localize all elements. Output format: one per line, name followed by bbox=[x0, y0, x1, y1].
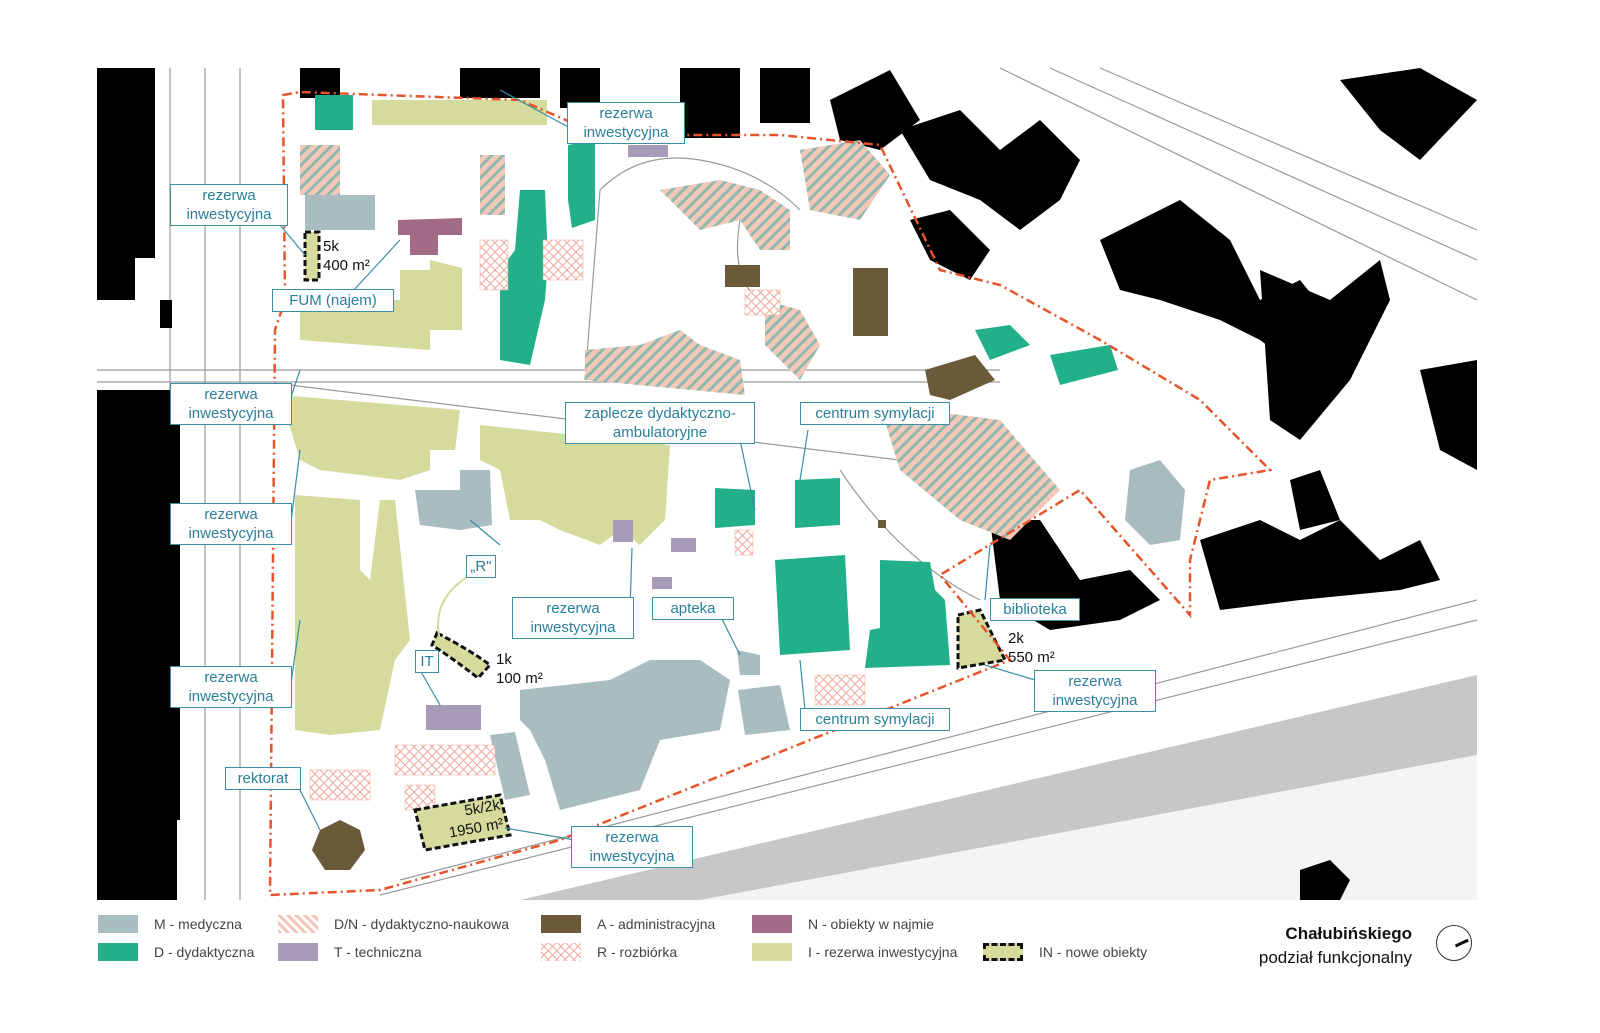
label-centrum-2: centrum symylacji bbox=[800, 708, 950, 731]
rektorat-building bbox=[312, 820, 365, 870]
technical-buildings bbox=[426, 145, 696, 730]
label-rezerwa-top: rezerwa inwestycyjna bbox=[567, 102, 685, 144]
administrative-buildings bbox=[312, 265, 995, 870]
title-subtitle: podział funkcjonalny bbox=[1258, 948, 1412, 967]
legend-label: T - techniczna bbox=[334, 944, 422, 960]
legend-label: A - administracyjna bbox=[597, 916, 716, 932]
demolition-buildings bbox=[309, 239, 866, 811]
medical-buildings bbox=[305, 195, 1185, 810]
legend-swatch-teaching bbox=[98, 943, 138, 961]
teaching-buildings bbox=[315, 95, 1118, 668]
label-rezerwa-left4: rezerwa inwestycyjna bbox=[170, 666, 292, 708]
map-title: Chałubińskiego podział funkcjonalny bbox=[1259, 922, 1412, 970]
legend-label: D/N - dydaktyczno-naukowa bbox=[334, 916, 510, 932]
label-centrum-1: centrum symylacji bbox=[800, 402, 950, 425]
legend-demolition: R - rozbiórka bbox=[541, 943, 677, 961]
legend-swatch-administrative bbox=[541, 915, 581, 933]
legend-label: R - rozbiórka bbox=[597, 944, 678, 960]
legend-reserve: I - rezerwa inwestycyjna bbox=[752, 943, 957, 961]
legend-label: D - dydaktyczna bbox=[154, 944, 255, 960]
label-it: IT bbox=[415, 650, 439, 673]
legend-technical: T - techniczna bbox=[278, 943, 422, 961]
north-arrow-icon bbox=[1436, 925, 1472, 961]
legend-swatch-demolition bbox=[541, 943, 581, 961]
label-zaplecze: zaplecze dydaktyczno- ambulatoryjne bbox=[565, 402, 755, 444]
r-arc bbox=[437, 574, 471, 641]
label-rezerwa-bottom: rezerwa inwestycyjna bbox=[571, 826, 693, 868]
road-area-lower bbox=[700, 755, 1477, 900]
legend-swatch-technical bbox=[278, 943, 318, 961]
legend-label: M - medyczna bbox=[154, 916, 242, 932]
rented-building bbox=[398, 218, 462, 255]
road-area bbox=[520, 675, 1477, 900]
legend-swatch-rented bbox=[752, 915, 792, 933]
title-street: Chałubińskiego bbox=[1285, 924, 1412, 943]
legend-administrative: A - administracyjna bbox=[541, 915, 715, 933]
legend-research: D/N - dydaktyczno-naukowa bbox=[278, 915, 509, 933]
note-5k-400: 5k 400 m² bbox=[323, 238, 370, 274]
label-rezerwa-mid: rezerwa inwestycyjna bbox=[512, 597, 634, 639]
legend-swatch-medical bbox=[98, 915, 138, 933]
legend-label: IN - nowe obiekty bbox=[1039, 944, 1148, 960]
label-rektorat: rektorat bbox=[225, 767, 301, 790]
legend-swatch-research bbox=[278, 915, 318, 933]
legend-medical: M - medyczna bbox=[98, 915, 242, 933]
label-rezerwa-left2: rezerwa inwestycyjna bbox=[170, 383, 292, 425]
label-rezerwa-right: rezerwa inwestycyjna bbox=[1034, 670, 1156, 712]
legend-label: I - rezerwa inwestycyjna bbox=[808, 944, 958, 960]
legend-swatch-new bbox=[983, 943, 1023, 961]
label-r: „R" bbox=[466, 555, 496, 578]
note-2k-550: 2k 550 m² bbox=[1008, 630, 1055, 666]
research-buildings bbox=[300, 140, 1060, 540]
note-1k-100: 1k 100 m² bbox=[496, 651, 543, 687]
legend-rented: N - obiekty w najmie bbox=[752, 915, 934, 933]
label-rezerwa-left3: rezerwa inwestycyjna bbox=[170, 503, 292, 545]
legend-swatch-reserve bbox=[752, 943, 792, 961]
legend: M - medyczna D - dydaktyczna D/N - dydak… bbox=[98, 915, 1198, 975]
neighbouring-buildings bbox=[97, 68, 1477, 900]
new-buildings bbox=[303, 230, 1008, 852]
label-fum: FUM (najem) bbox=[272, 289, 394, 312]
legend-teaching: D - dydaktyczna bbox=[98, 943, 254, 961]
label-rezerwa-left1: rezerwa inwestycyjna bbox=[170, 184, 288, 226]
legend-label: N - obiekty w najmie bbox=[808, 916, 935, 932]
campus-boundary bbox=[268, 90, 1273, 897]
label-apteka: apteka bbox=[652, 597, 734, 620]
legend-new: IN - nowe obiekty bbox=[983, 943, 1147, 961]
label-biblioteka: biblioteka bbox=[990, 598, 1080, 621]
reserve-buildings bbox=[280, 100, 1005, 735]
